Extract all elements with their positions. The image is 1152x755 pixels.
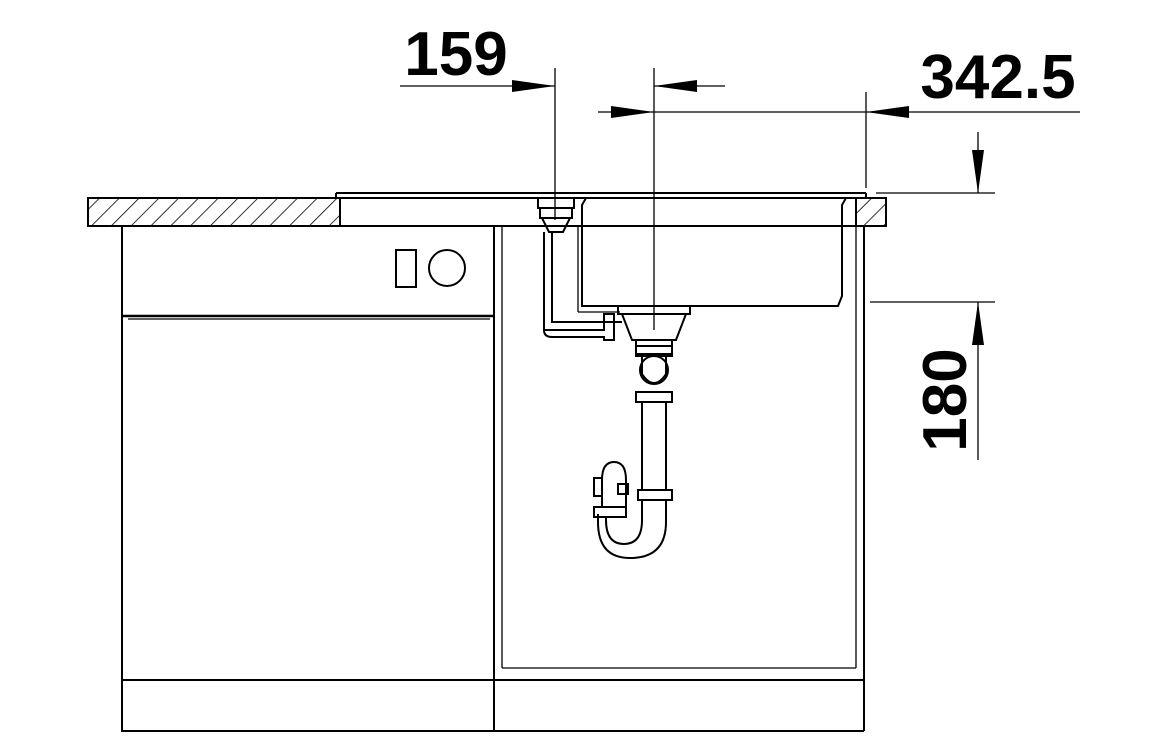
countertop-right-section bbox=[855, 197, 887, 227]
arrow-342-left bbox=[611, 106, 654, 118]
dimension-342-5-label: 342.5 bbox=[920, 43, 1075, 112]
countertop-left-section bbox=[87, 197, 341, 227]
dimension-159: 159 bbox=[400, 20, 725, 330]
dimension-180-label: 180 bbox=[911, 348, 980, 451]
sink-base-cabinet bbox=[493, 226, 865, 732]
sink-bowl bbox=[577, 197, 847, 313]
arrow-159-right bbox=[654, 80, 697, 92]
overflow-pipe bbox=[537, 197, 622, 341]
arrow-159-left bbox=[512, 80, 555, 92]
arrow-180-top bbox=[972, 150, 984, 193]
countertop bbox=[87, 192, 887, 227]
dimension-159-label: 159 bbox=[404, 20, 507, 89]
arrow-342-right bbox=[866, 106, 909, 118]
dishwasher-knob-icon bbox=[428, 249, 466, 287]
arrow-180-bottom bbox=[972, 302, 984, 345]
siphon-trap bbox=[593, 345, 673, 560]
dimension-180: 180 bbox=[870, 132, 995, 460]
sink-rim bbox=[339, 197, 857, 227]
dishwasher-button-icon bbox=[395, 249, 417, 288]
dishwasher-cabinet bbox=[121, 225, 495, 732]
dimension-342-5: 342.5 bbox=[598, 43, 1080, 188]
